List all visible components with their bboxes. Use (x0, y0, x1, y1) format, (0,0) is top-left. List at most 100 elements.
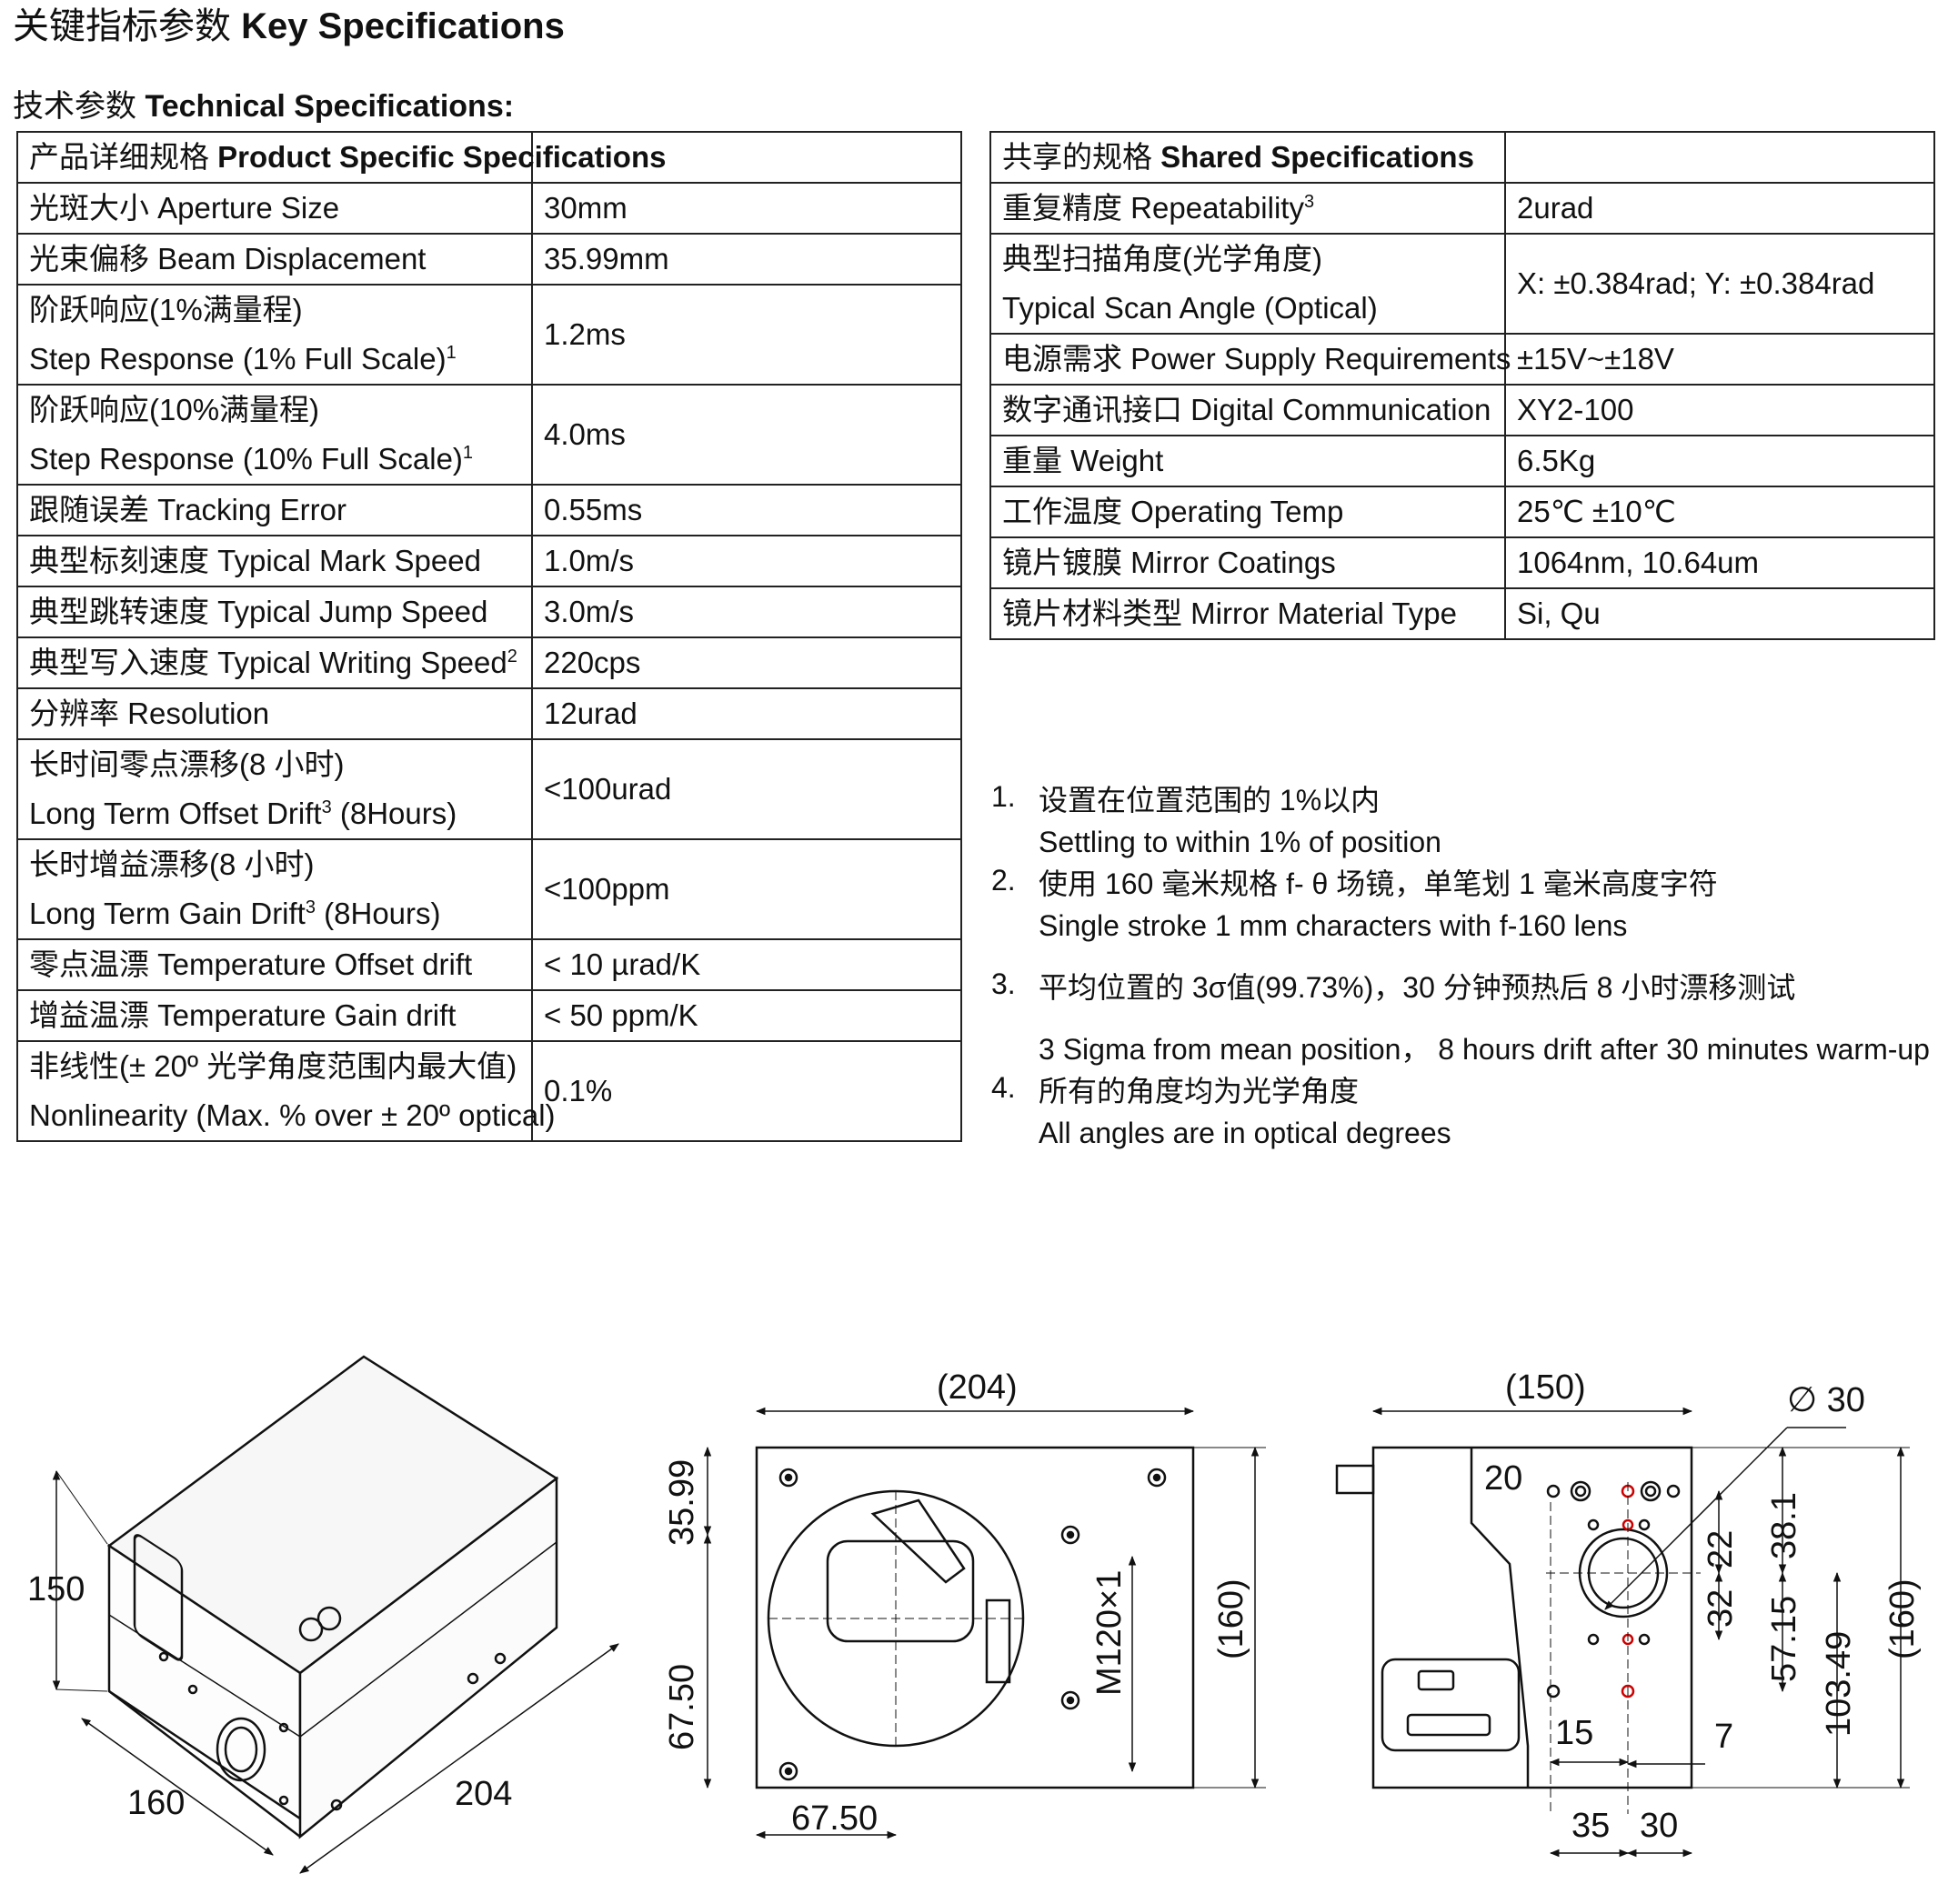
footnote-number: 1. (991, 780, 1016, 813)
spec-value-text: < 10 µrad/K (544, 947, 701, 981)
spec-value-text: 0.1% (544, 1074, 613, 1107)
spec-label: 阶跃响应(1%满量程)Step Response (1% Full Scale)… (16, 284, 533, 386)
spec-label-zh: 长时增益漂移(8 小时) (29, 847, 315, 881)
spec-label-zh: 镜片材料类型 (1002, 596, 1182, 630)
header-en: Shared Specifications (1160, 140, 1474, 174)
spec-value-text: 12urad (544, 696, 638, 730)
top-offset-top-label: 35.99 (663, 1459, 701, 1546)
spec-label-zh: 光斑大小 (29, 191, 149, 225)
spec-label-en: Weight (1070, 444, 1164, 477)
spec-label-en: Temperature Offset drift (157, 947, 473, 981)
spec-label: 增益温漂 Temperature Gain drift (16, 989, 533, 1042)
page-title: 关键指标参数 Key Specifications (13, 0, 565, 53)
spec-value: 6.5Kg (1504, 435, 1935, 487)
spec-value-text: 35.99mm (544, 242, 669, 276)
spec-label-zh: 电源需求 (1002, 342, 1122, 376)
spec-label: 零点温漂 Temperature Offset drift (16, 938, 533, 991)
footnote-zh: 设置在位置范围的 1%以内 (1039, 784, 1381, 817)
spec-value-text: XY2-100 (1517, 393, 1634, 426)
table-header-row: 共享的规格 Shared Specifications (989, 131, 1935, 184)
spec-label-zh: 典型写入速度 (29, 646, 209, 679)
spec-value: <100urad (531, 738, 962, 840)
table-row: 阶跃响应(10%满量程)Step Response (10% Full Scal… (16, 384, 962, 486)
spec-value: 0.1% (531, 1040, 962, 1142)
spec-label-en: Typical Mark Speed (217, 544, 481, 577)
side-dim-30-label: 30 (1640, 1807, 1678, 1845)
spec-label-zh: 阶跃响应(10%满量程) (29, 393, 320, 426)
spec-label: 分辨率 Resolution (16, 687, 533, 740)
footnote-ref: 3 (321, 797, 332, 817)
spec-value: < 50 ppm/K (531, 989, 962, 1042)
footnote-zh: 平均位置的 3σ值(99.73%)，30 分钟预热后 8 小时漂移测试 (1039, 971, 1796, 1004)
header-zh: 产品详细规格 (29, 140, 209, 174)
table-row: 增益温漂 Temperature Gain drift< 50 ppm/K (16, 989, 962, 1042)
footnote-number: 2. (991, 864, 1016, 897)
spec-label-en: Resolution (127, 696, 270, 730)
spec-value: X: ±0.384rad; Y: ±0.384rad (1504, 233, 1935, 335)
spec-value: < 10 µrad/K (531, 938, 962, 991)
spec-value-text: 1.2ms (544, 317, 626, 351)
spec-label: 镜片镀膜 Mirror Coatings (989, 536, 1506, 589)
side-dim-22-label: 22 (1702, 1530, 1740, 1568)
spec-value-text: X: ±0.384rad; Y: ±0.384rad (1517, 266, 1875, 300)
spec-label-en: Beam Displacement (157, 242, 427, 276)
side-dim-7-label: 7 (1714, 1718, 1733, 1756)
spec-label-en: Tracking Error (157, 493, 346, 526)
iso-height-label: 150 (27, 1570, 85, 1608)
spec-value-text: 0.55ms (544, 493, 643, 526)
spec-label: 典型写入速度 Typical Writing Speed2 (16, 636, 533, 689)
spec-label-zh: 非线性(± 20º 光学角度范围内最大值) (29, 1049, 517, 1083)
spec-value: <100ppm (531, 838, 962, 940)
footnote-ref: 2 (507, 646, 517, 666)
table-row: 非线性(± 20º 光学角度范围内最大值)Nonlinearity (Max. … (16, 1040, 962, 1142)
spec-label-zh: 数字通讯接口 (1002, 393, 1182, 426)
spec-label-en: Mirror Coatings (1130, 546, 1336, 579)
table-row: 长时间零点漂移(8 小时)Long Term Offset Drift3 (8H… (16, 738, 962, 840)
spec-value: 3.0m/s (531, 586, 962, 638)
spec-value-text: 4.0ms (544, 417, 626, 451)
side-dim-15-label: 15 (1555, 1714, 1593, 1752)
spec-value-text: <100ppm (544, 872, 670, 906)
section-subtitle: 技术参数 Technical Specifications: (13, 85, 514, 127)
spec-value: 0.55ms (531, 484, 962, 536)
spec-label-en: Temperature Gain drift (157, 998, 457, 1032)
spec-value-text: 6.5Kg (1517, 444, 1596, 477)
footnote-en: All angles are in optical degrees (1039, 1117, 1451, 1149)
footnote-number: 4. (991, 1071, 1016, 1104)
spec-label-en: Step Response (1% Full Scale) (29, 342, 447, 376)
page-title-en: Key Specifications (241, 6, 565, 46)
spec-value: 35.99mm (531, 233, 962, 286)
spec-label-zh: 典型跳转速度 (29, 595, 209, 628)
top-width-label: (204) (937, 1368, 1018, 1407)
table-row: 光束偏移 Beam Displacement 35.99mm (16, 233, 962, 286)
top-view (703, 1407, 1266, 1839)
spec-value: 4.0ms (531, 384, 962, 486)
spec-value: ±15V~±18V (1504, 333, 1935, 386)
spec-label-en: Typical Jump Speed (217, 595, 488, 628)
spec-value: Si, Qu (1504, 587, 1935, 640)
table-header-cell: 共享的规格 Shared Specifications (989, 131, 1506, 184)
spec-label-zh: 典型扫描角度(光学角度) (1002, 242, 1322, 276)
spec-label-en: Power Supply Requirements (1130, 342, 1511, 376)
spec-value-text: 1064nm, 10.64um (1517, 546, 1760, 579)
spec-label: 工作温度 Operating Temp (989, 486, 1506, 538)
spec-label: 数字通讯接口 Digital Communication (989, 384, 1506, 436)
spec-label-zh: 增益温漂 (29, 998, 149, 1032)
spec-label-en: Typical Writing Speed (217, 646, 507, 679)
spec-value-text: 25℃ ±10℃ (1517, 495, 1676, 528)
spec-label: 阶跃响应(10%满量程)Step Response (10% Full Scal… (16, 384, 533, 486)
spec-label: 典型扫描角度(光学角度)Typical Scan Angle (Optical) (989, 233, 1506, 335)
spec-label: 光束偏移 Beam Displacement (16, 233, 533, 286)
top-offset-bottom-label: 67.50 (791, 1799, 878, 1838)
footnote-ref: 1 (462, 443, 474, 463)
side-height-label: (160) (1883, 1578, 1922, 1659)
spec-value: 1064nm, 10.64um (1504, 536, 1935, 589)
iso-width-label: 204 (455, 1775, 512, 1813)
side-dim-32-label: 32 (1702, 1589, 1740, 1628)
table-header-empty (1504, 131, 1935, 184)
